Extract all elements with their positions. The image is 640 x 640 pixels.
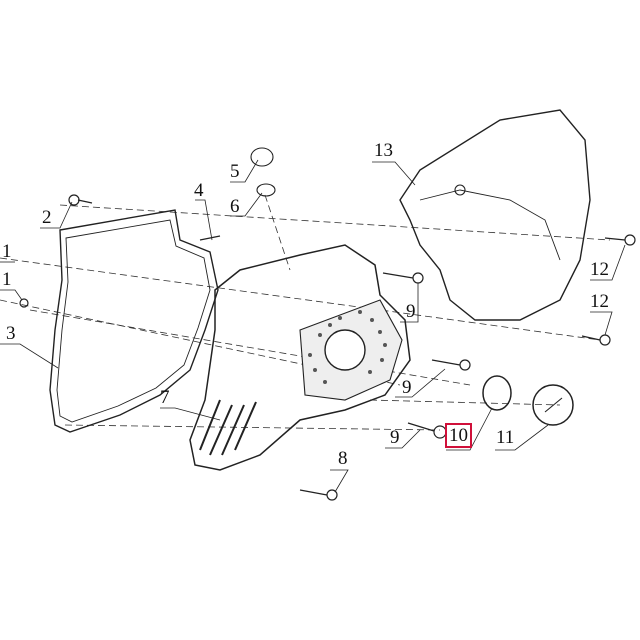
callout-2: 2 <box>42 207 52 228</box>
bolt-part-4 <box>199 235 221 241</box>
bolt-part-9c <box>407 422 447 439</box>
callout-9a: 9 <box>406 301 416 322</box>
callout-10-highlighted: 10 <box>445 423 472 448</box>
bolt-part-1 <box>19 298 29 308</box>
cover-grille <box>308 310 387 384</box>
plug-part-5 <box>250 147 274 167</box>
gasket-part-3 <box>49 209 219 433</box>
callout-9c: 9 <box>390 427 400 448</box>
side-cover-part-7 <box>189 244 411 471</box>
callout-1a: 1 <box>2 241 12 262</box>
leader-lines <box>0 159 626 493</box>
bolt-part-2 <box>68 194 93 206</box>
callout-4: 4 <box>194 180 204 201</box>
oring-part-10 <box>482 375 512 411</box>
bolt-part-9a <box>382 272 424 284</box>
cap-part-11 <box>532 384 574 426</box>
callout-5: 5 <box>230 161 240 182</box>
callout-12a: 12 <box>590 259 609 280</box>
oring-part-6 <box>256 183 276 197</box>
bolt-part-8 <box>299 489 338 501</box>
callout-8: 8 <box>338 448 348 469</box>
callout-13: 13 <box>374 140 393 161</box>
bolt-part-12a <box>604 234 636 246</box>
callout-7: 7 <box>160 387 170 408</box>
callout-3: 3 <box>6 323 16 344</box>
callout-9b: 9 <box>402 377 412 398</box>
bolt-part-12b <box>581 334 611 346</box>
upper-cover-part-13 <box>399 109 591 321</box>
bolt-part-9b <box>431 359 471 371</box>
callout-1b: 1 <box>2 269 12 290</box>
callout-11: 11 <box>496 427 515 448</box>
callout-6: 6 <box>230 196 240 217</box>
callout-12b: 12 <box>590 291 609 312</box>
